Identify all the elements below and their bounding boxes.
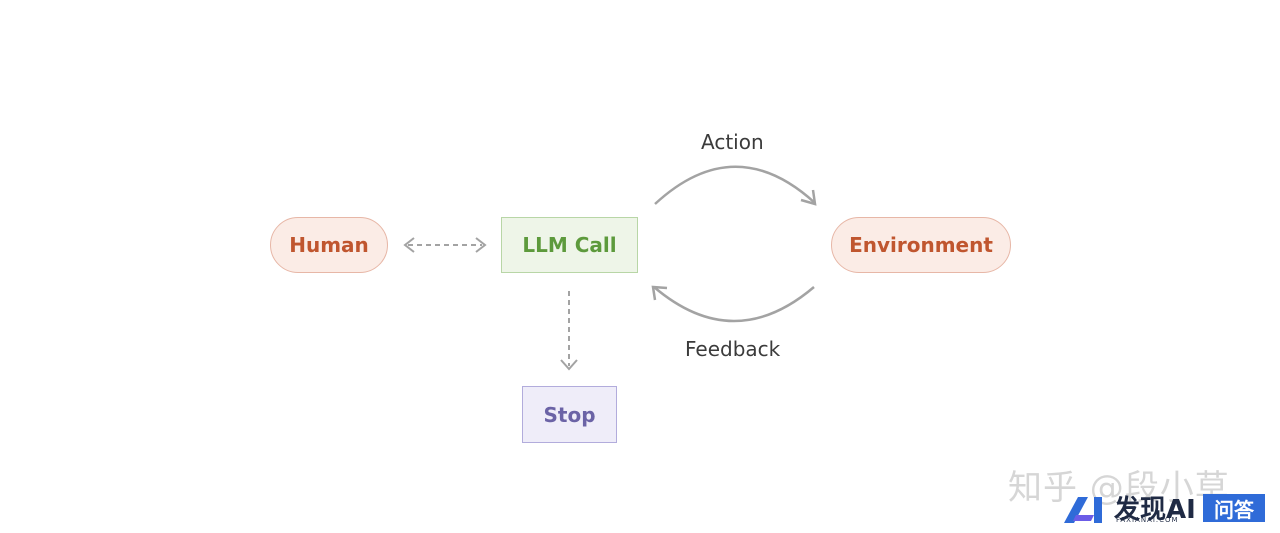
stop-node: Stop: [522, 386, 617, 443]
human-node: Human: [270, 217, 388, 273]
llm-call-node: LLM Call: [501, 217, 638, 273]
environment-label: Environment: [849, 233, 993, 257]
human-label: Human: [289, 233, 369, 257]
zhihu-watermark: 知乎 @段小草: [1008, 468, 1230, 508]
faxianai-brand: 发现AI: [1114, 495, 1196, 525]
feedback-label: Feedback: [685, 337, 781, 361]
action-label: Action: [701, 130, 764, 154]
llm-stop-arrow: [560, 291, 578, 371]
feedback-arrow: [651, 285, 815, 323]
wenda-badge: 问答: [1203, 494, 1265, 522]
action-arrow: [654, 165, 817, 206]
llm-call-label: LLM Call: [522, 233, 617, 257]
faxianai-logo-icon: [1064, 497, 1102, 523]
stop-label: Stop: [543, 402, 596, 427]
faxianai-domain: FAXIANAI.COM: [1116, 516, 1179, 524]
environment-node: Environment: [831, 217, 1011, 273]
human-llm-arrow: [403, 237, 487, 253]
